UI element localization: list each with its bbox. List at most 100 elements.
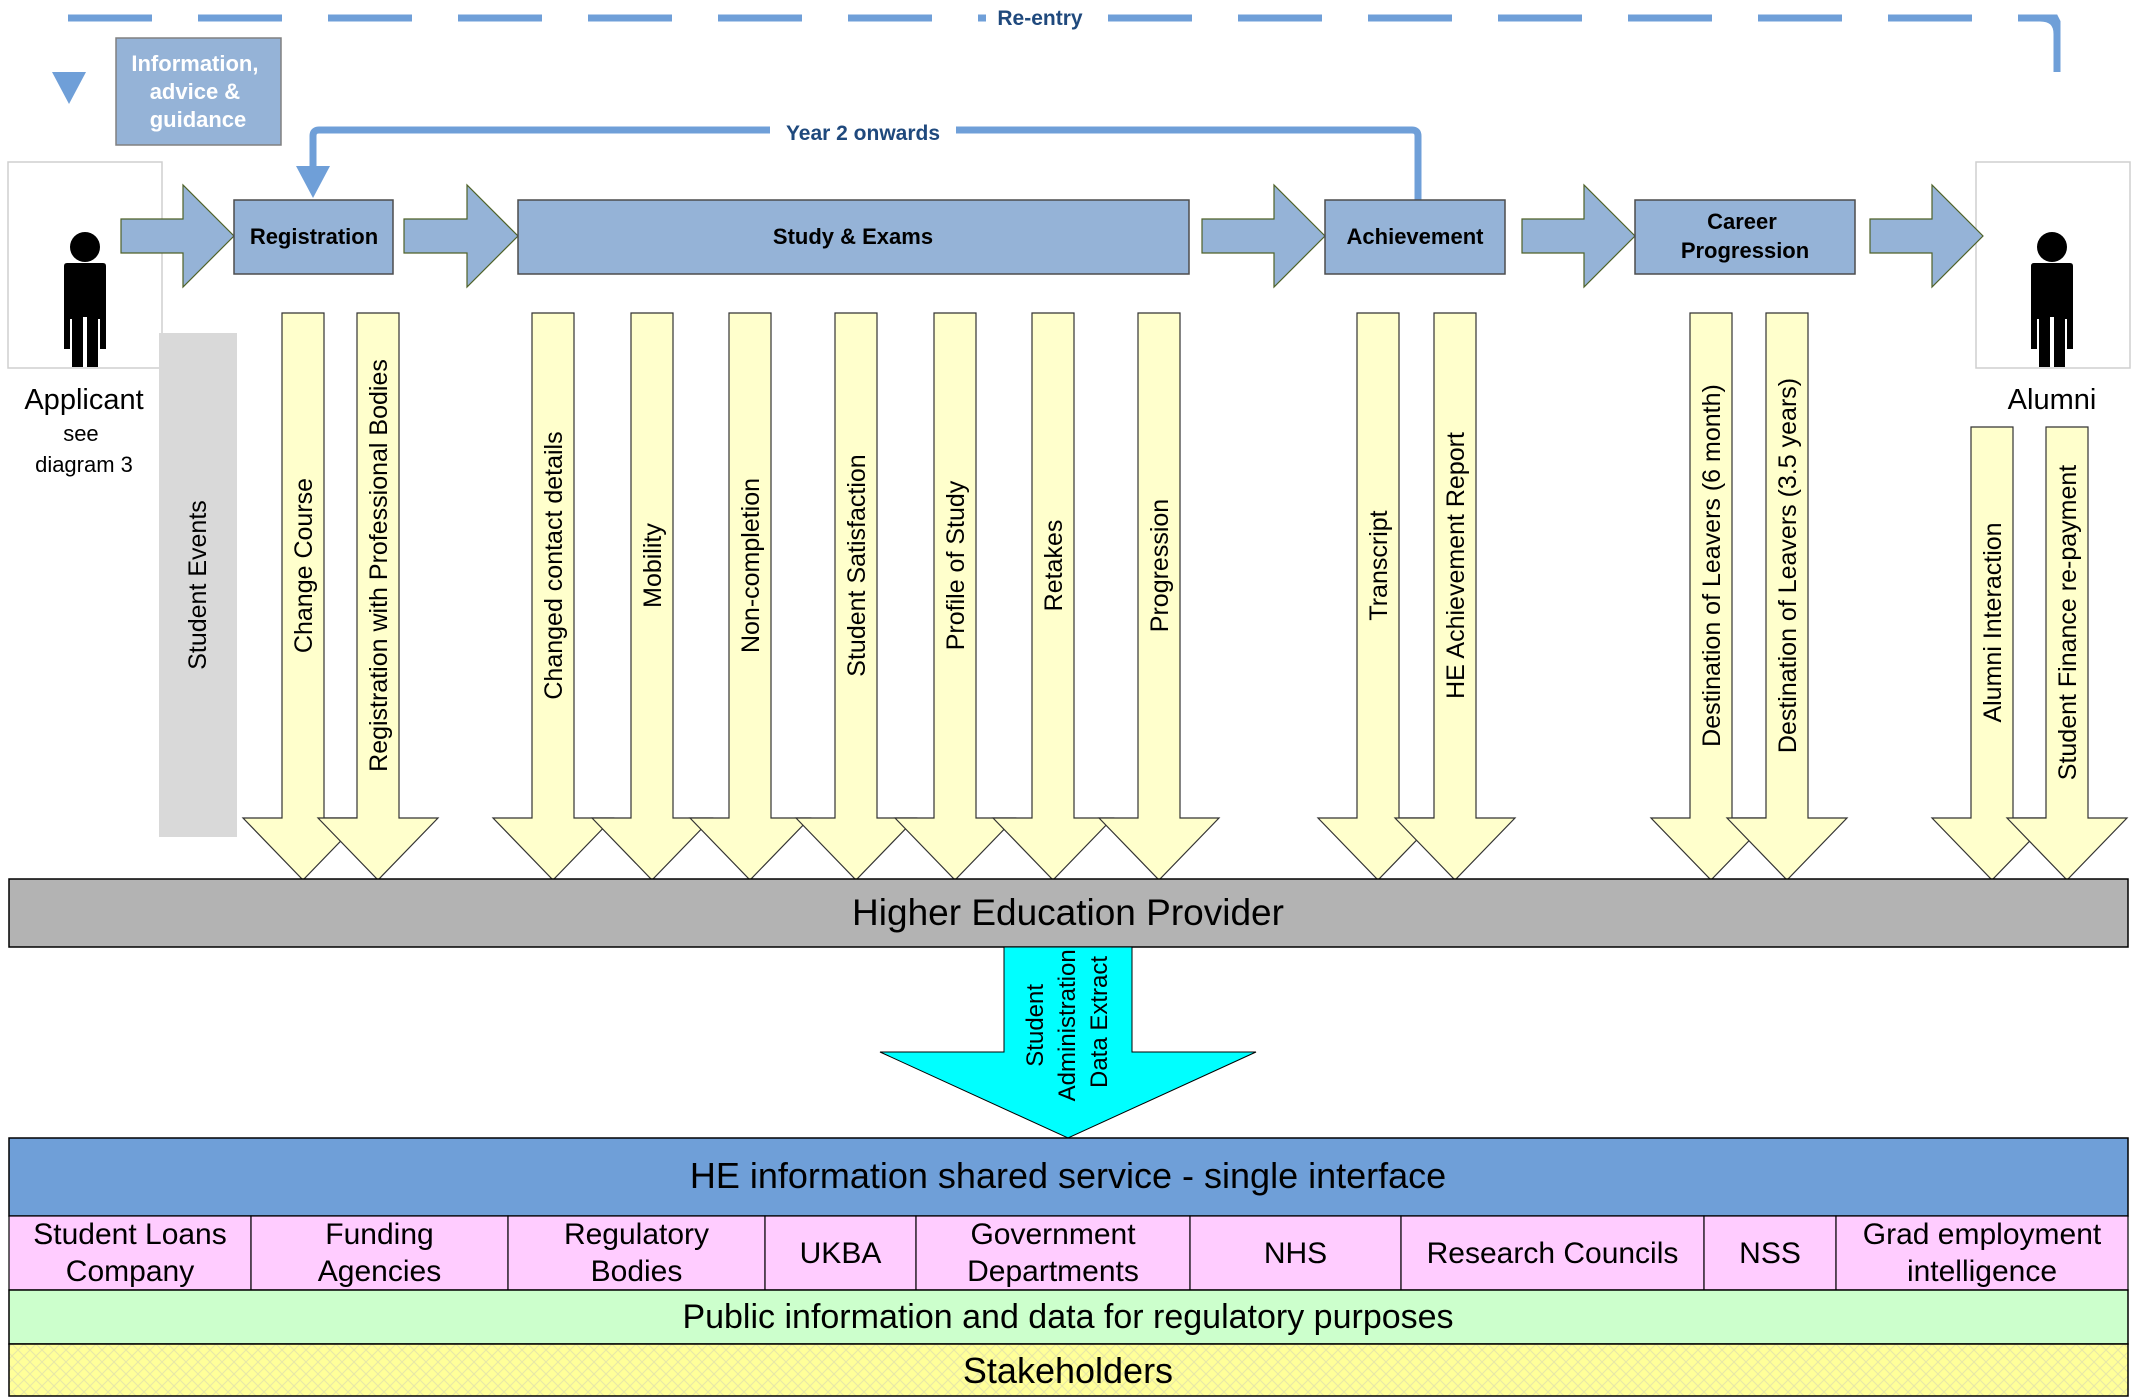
applicant-note: see diagram 3: [35, 421, 133, 477]
consumer-nss: NSS: [1703, 1215, 1837, 1291]
event-arrow-alumni-interaction: Alumni Interaction: [1930, 426, 2054, 881]
public-information-bar: Public information and data for regulato…: [8, 1289, 2129, 1345]
consumer-label: UKBA: [800, 1237, 882, 1270]
event-arrow-label: Transcript: [1365, 510, 1393, 620]
alumni: Alumni: [1975, 161, 2131, 416]
event-arrow-label: Progression: [1146, 499, 1174, 632]
higher-education-provider-bar: Higher Education Provider: [8, 878, 2129, 948]
event-arrow-label: Non-completion: [737, 478, 765, 653]
event-arrow-retakes: Retakes: [991, 312, 1115, 881]
stage-registration-label: Registration: [250, 224, 378, 249]
flow-arrow-icon: [1201, 183, 1326, 289]
data-extract-label: Student Administration Data Extract: [1022, 943, 1113, 1102]
event-arrow-label: Destination of Leavers (3.5 years): [1774, 378, 1802, 753]
information-advice-guidance-box: Information, advice & guidance: [115, 37, 282, 146]
event-arrow-label: Alumni Interaction: [1979, 522, 2007, 722]
event-arrow-profile-of-study: Profile of Study: [893, 312, 1017, 881]
event-arrow-label: Mobility: [639, 523, 667, 608]
event-arrow-label: Registration with Professional Bodies: [365, 359, 393, 772]
stage-registration: Registration: [233, 199, 394, 275]
shared-service-bar: HE information shared service - single i…: [8, 1137, 2129, 1217]
consumer-research-councils: Research Councils: [1400, 1215, 1705, 1291]
alumni-label: Alumni: [2008, 384, 2097, 416]
event-arrow-shape-icon: [491, 312, 615, 881]
provider-label: Higher Education Provider: [852, 892, 1284, 933]
event-arrow-shape-icon: [1097, 312, 1221, 881]
stakeholders-bar: Stakeholders: [8, 1343, 2129, 1397]
event-arrow-label: Change Course: [290, 478, 318, 653]
event-arrow-label: Student Finance re-payment: [2054, 465, 2082, 781]
consumer-ukba: UKBA: [764, 1215, 917, 1291]
stakeholders-label: Stakeholders: [963, 1350, 1173, 1391]
public-info-label: Public information and data for regulato…: [682, 1298, 1453, 1336]
event-arrow-destination-of-leavers-6-month: Destination of Leavers (6 month): [1649, 312, 1773, 881]
event-arrow-registration-with-professional-bodies: Registration with Professional Bodies: [316, 312, 440, 881]
consumer-nhs: NHS: [1189, 1215, 1402, 1291]
reentry-loop: Re-entry: [52, 6, 2061, 104]
event-arrow-label: Retakes: [1040, 520, 1068, 612]
event-arrow-shape-icon: [1393, 312, 1517, 881]
event-arrow-shape-icon: [316, 312, 440, 881]
stage-achievement: Achievement: [1324, 199, 1506, 275]
event-arrow-shape-icon: [893, 312, 1017, 881]
year2-arrowhead-icon: [296, 166, 330, 198]
consumer-label: NHS: [1264, 1237, 1327, 1270]
event-arrow-label: Destination of Leavers (6 month): [1698, 384, 1726, 747]
stage-achievement-label: Achievement: [1347, 224, 1485, 249]
event-arrow-shape-icon: [241, 312, 365, 881]
event-arrow-label: Student Satisfaction: [843, 454, 871, 676]
event-arrow-shape-icon: [794, 312, 918, 881]
student-events-bar: Student Events: [159, 333, 237, 837]
event-arrow-shape-icon: [991, 312, 1115, 881]
shared-service-label: HE information shared service - single i…: [690, 1155, 1446, 1196]
event-arrow-mobility: Mobility: [590, 312, 714, 881]
flow-arrows: [120, 183, 1984, 289]
event-arrow-label: Profile of Study: [942, 480, 970, 650]
event-arrow-shape-icon: [1930, 426, 2054, 881]
flow-arrow-icon: [1869, 183, 1984, 289]
event-arrow-student-finance-re-payment: Student Finance re-payment: [2005, 426, 2129, 881]
year2-loop: Year 2 onwards: [296, 119, 1422, 200]
event-arrow-label: Changed contact details: [540, 431, 568, 699]
event-arrow-shape-icon: [1316, 312, 1440, 881]
data-extract-arrow: Student Administration Data Extract: [879, 943, 1257, 1139]
event-arrow-student-satisfaction: Student Satisfaction: [794, 312, 918, 881]
consumer-label: Research Councils: [1427, 1237, 1679, 1270]
event-arrow-change-course: Change Course: [241, 312, 365, 881]
event-arrow-shape-icon: [590, 312, 714, 881]
applicant: Applicant see diagram 3: [7, 161, 163, 477]
event-arrow-non-completion: Non-completion: [688, 312, 812, 881]
stage-career-progression-label: Career Progression: [1681, 209, 1809, 263]
event-arrow-shape-icon: [1725, 312, 1849, 881]
consumer-label: NSS: [1739, 1237, 1801, 1270]
event-arrow-label: HE Achievement Report: [1442, 432, 1470, 699]
stage-career-progression: Career Progression: [1634, 199, 1856, 275]
applicant-label: Applicant: [24, 384, 143, 416]
event-arrow-shape-icon: [688, 312, 812, 881]
event-arrow-destination-of-leavers-3-5-years: Destination of Leavers (3.5 years): [1725, 312, 1849, 881]
event-arrow-progression: Progression: [1097, 312, 1221, 881]
reentry-label: Re-entry: [997, 7, 1083, 30]
event-arrow-he-achievement-report: HE Achievement Report: [1393, 312, 1517, 881]
stage-study-exams-label: Study & Exams: [773, 224, 933, 249]
event-arrow-changed-contact-details: Changed contact details: [491, 312, 615, 881]
year2-label: Year 2 onwards: [786, 122, 940, 145]
stage-study-exams: Study & Exams: [517, 199, 1190, 275]
event-arrow-shape-icon: [1649, 312, 1773, 881]
event-arrow-transcript: Transcript: [1316, 312, 1440, 881]
iag-text: Information, advice & guidance: [131, 51, 264, 132]
flow-arrow-icon: [403, 183, 519, 289]
event-arrows: Change Course Registration with Professio…: [241, 312, 2129, 881]
reentry-arrowhead-icon: [52, 72, 86, 104]
